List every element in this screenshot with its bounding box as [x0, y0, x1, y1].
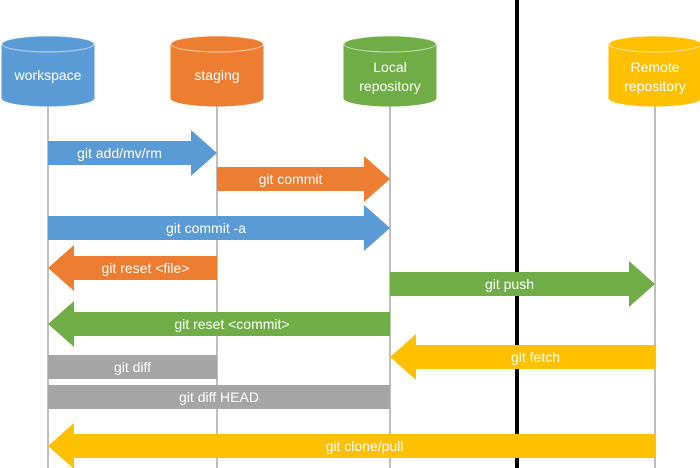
command-bar	[48, 355, 217, 379]
command-arrows: git add/mv/rm git commit git commit -a git …	[48, 130, 655, 468]
node-remote: Remote repository	[608, 35, 700, 107]
node-workspace-body	[1, 43, 95, 107]
node-staging: staging	[170, 35, 264, 107]
command-arrow	[48, 245, 217, 291]
node-remote-body	[608, 43, 700, 107]
command-0: git add/mv/rm	[48, 130, 217, 176]
node-remote-label: repository	[624, 78, 685, 94]
node-staging-label: staging	[194, 67, 239, 83]
command-3: git reset <file>	[48, 245, 217, 291]
command-label: git push	[485, 276, 534, 292]
command-label: git clone/pull	[326, 438, 404, 454]
node-local-label: Local	[373, 59, 406, 75]
command-arrow	[390, 334, 655, 380]
command-label: git diff HEAD	[179, 389, 259, 405]
command-9: git clone/pull	[48, 423, 655, 468]
command-6: git fetch	[390, 334, 655, 380]
node-local-top	[343, 35, 437, 53]
command-label: git reset <commit>	[174, 316, 289, 332]
command-label: git diff	[114, 359, 151, 375]
node-local: Local repository	[343, 35, 437, 107]
command-arrow	[48, 130, 217, 176]
node-workspace-top	[1, 35, 95, 53]
node-remote-label: Remote	[630, 59, 679, 75]
command-4: git push	[390, 261, 655, 307]
command-label: git reset <file>	[102, 260, 190, 276]
command-arrow	[217, 156, 390, 202]
command-8: git diff HEAD	[48, 385, 390, 409]
node-remote-top	[608, 35, 700, 53]
command-arrow	[390, 261, 655, 307]
node-staging-body	[170, 43, 264, 107]
command-1: git commit	[217, 156, 390, 202]
command-label: git fetch	[511, 349, 560, 365]
command-arrow	[48, 205, 390, 251]
node-workspace: workspace	[1, 35, 95, 107]
command-label: git commit	[259, 171, 323, 187]
command-arrow	[48, 423, 655, 468]
node-workspace-label: workspace	[14, 67, 82, 83]
command-7: git diff	[48, 355, 217, 379]
repository-nodes: workspace staging Local repository Remote rep…	[1, 35, 700, 107]
node-local-label: repository	[359, 78, 420, 94]
command-5: git reset <commit>	[48, 301, 390, 347]
node-local-body	[343, 43, 437, 107]
command-label: git commit -a	[166, 220, 246, 236]
command-arrow	[48, 301, 390, 347]
command-bar	[48, 385, 390, 409]
node-staging-top	[170, 35, 264, 53]
command-2: git commit -a	[48, 205, 390, 251]
command-label: git add/mv/rm	[77, 145, 162, 161]
